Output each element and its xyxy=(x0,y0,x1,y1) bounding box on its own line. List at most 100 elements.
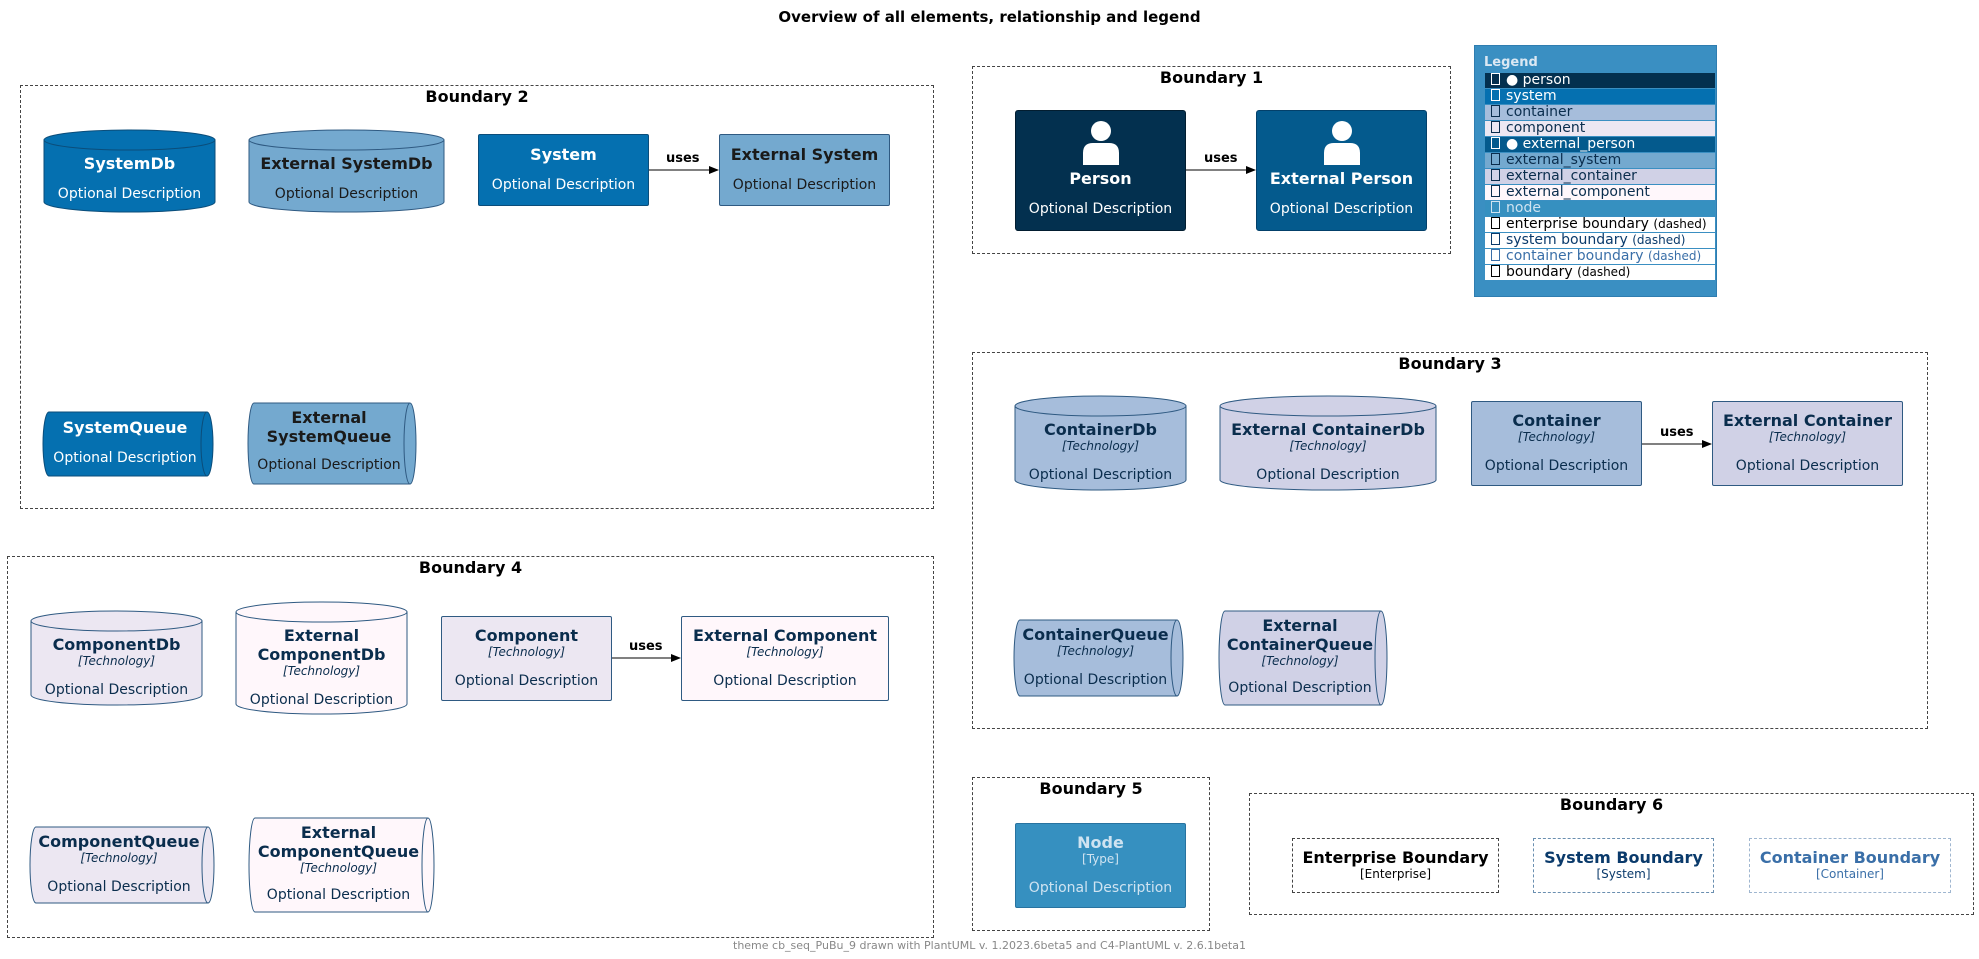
element-technology: [Technology] xyxy=(1061,439,1140,453)
element-technology: [Technology] xyxy=(1289,439,1367,453)
external-component-queue[interactable]: External ComponentQueue [Technology] Opt… xyxy=(248,817,435,913)
enterprise-boundary[interactable]: Enterprise Boundary [Enterprise] xyxy=(1292,838,1499,893)
container[interactable]: Container [Technology] Optional Descript… xyxy=(1471,401,1642,486)
boundary-3-label: Boundary 3 xyxy=(1398,354,1502,373)
external-container[interactable]: External Container [Technology] Optional… xyxy=(1712,401,1903,486)
boundary-2-label: Boundary 2 xyxy=(425,87,529,106)
element-name: External Container xyxy=(1722,411,1893,430)
external-component-db[interactable]: External ComponentDb [Technology] Option… xyxy=(235,601,408,715)
external-system-queue[interactable]: External SystemQueue Optional Descriptio… xyxy=(247,402,417,485)
queue-shape xyxy=(1218,610,1388,706)
element-description: Optional Description xyxy=(1228,680,1372,696)
container-boundary[interactable]: Container Boundary [Container] xyxy=(1749,838,1951,893)
element-technology: [Type] xyxy=(1082,852,1119,866)
component-db[interactable]: ComponentDb [Technology] Optional Descri… xyxy=(30,610,203,706)
element-description: Optional Description xyxy=(44,682,189,698)
element-description: Optional Description xyxy=(1484,458,1629,474)
element-description: Optional Description xyxy=(47,879,191,895)
element-description: Optional Description xyxy=(1028,880,1173,896)
element-name: ContainerQueue xyxy=(1022,625,1169,644)
relationship-label: uses xyxy=(1660,425,1694,440)
boundary-4-label: Boundary 4 xyxy=(418,558,523,577)
boundary-2: Boundary 2 xyxy=(20,85,934,509)
container-queue[interactable]: ContainerQueue [Technology] Optional Des… xyxy=(1013,619,1184,697)
element-name-line2: SystemQueue xyxy=(266,427,392,446)
database-shape xyxy=(43,129,216,213)
database-shape xyxy=(248,129,445,213)
external-person[interactable]: External Person Optional Description xyxy=(1256,110,1427,231)
queue-shape xyxy=(29,826,215,904)
person-icon xyxy=(1323,121,1360,165)
system-boundary[interactable]: System Boundary [System] xyxy=(1533,838,1714,893)
external-system-db[interactable]: External SystemDb Optional Description xyxy=(248,129,445,213)
element-technology: [Technology] xyxy=(1517,430,1596,444)
system-db[interactable]: SystemDb Optional Description xyxy=(43,129,216,213)
element-name: Person xyxy=(1069,169,1132,188)
legend-item-external-component: external_component xyxy=(1485,185,1715,200)
element-name: Container Boundary xyxy=(1759,848,1941,867)
element-description: Optional Description xyxy=(257,457,401,473)
element-name: System xyxy=(530,145,597,164)
container-db[interactable]: ContainerDb [Technology] Optional Descri… xyxy=(1014,395,1187,491)
element-description: Optional Description xyxy=(249,692,394,708)
element-technology: [Technology] xyxy=(299,861,378,875)
element-name-line1: External xyxy=(1262,616,1338,635)
element-name: Enterprise Boundary xyxy=(1302,848,1489,867)
person[interactable]: Person Optional Description xyxy=(1015,110,1186,231)
node[interactable]: Node [Type] Optional Description xyxy=(1015,823,1186,908)
component-queue[interactable]: ComponentQueue [Technology] Optional Des… xyxy=(29,826,215,904)
element-name: External System xyxy=(730,145,879,164)
legend-item-boundary: boundary (dashed) xyxy=(1485,265,1715,280)
relationship-label: uses xyxy=(629,639,663,654)
database-shape xyxy=(235,601,408,715)
element-description: Optional Description xyxy=(57,186,202,202)
boundary-6-label: Boundary 6 xyxy=(1559,795,1664,814)
external-container-db[interactable]: External ContainerDb [Technology] Option… xyxy=(1219,395,1437,491)
element-description: Optional Description xyxy=(274,186,419,202)
legend-item-container: container xyxy=(1485,105,1715,120)
legend: Legend ● person system container compone… xyxy=(1474,45,1717,297)
element-name-line2: ComponentQueue xyxy=(257,842,420,861)
external-component[interactable]: External Component [Technology] Optional… xyxy=(681,616,889,701)
element-technology: [Technology] xyxy=(282,664,361,678)
database-shape xyxy=(1014,395,1187,491)
element-name: System Boundary xyxy=(1544,848,1703,867)
boundary-6: Boundary 6 xyxy=(1249,793,1974,915)
element-name: SystemQueue xyxy=(62,418,188,437)
legend-item-person: ● person xyxy=(1485,73,1715,88)
legend-item-system: system xyxy=(1485,89,1715,104)
element-description: Optional Description xyxy=(53,450,197,466)
system-queue[interactable]: SystemQueue Optional Description xyxy=(42,411,214,477)
element-type: [Container] xyxy=(1815,867,1884,881)
element-type: [System] xyxy=(1596,867,1651,881)
element-name: External SystemDb xyxy=(260,154,433,173)
element-technology: [Technology] xyxy=(77,654,156,668)
element-name: ComponentDb xyxy=(52,635,181,654)
element-name: SystemDb xyxy=(83,154,176,173)
system[interactable]: System Optional Description xyxy=(478,134,649,206)
element-name: Node xyxy=(1077,833,1124,852)
element-name-line1: External xyxy=(291,408,367,427)
element-name-line1: External xyxy=(283,626,360,645)
element-description: Optional Description xyxy=(1256,467,1400,483)
element-name: ComponentQueue xyxy=(38,832,200,851)
element-type: [Enterprise] xyxy=(1359,867,1432,881)
boundary-4: Boundary 4 xyxy=(7,556,934,938)
diagram-title: Overview of all elements, relationship a… xyxy=(778,8,1201,26)
element-description: Optional Description xyxy=(454,673,599,689)
element-name: Component xyxy=(474,626,579,645)
legend-item-external-system: external_system xyxy=(1485,153,1715,168)
external-system[interactable]: External System Optional Description xyxy=(719,134,890,206)
legend-item-system-boundary: system boundary (dashed) xyxy=(1485,233,1715,248)
element-description: Optional Description xyxy=(713,673,857,689)
element-name-line2: ComponentDb xyxy=(257,645,386,664)
external-container-queue[interactable]: External ContainerQueue [Technology] Opt… xyxy=(1218,610,1388,706)
footer-note: theme cb_seq_PuBu_9 drawn with PlantUML … xyxy=(733,939,1246,952)
element-technology: [Technology] xyxy=(487,645,566,659)
legend-item-node: node xyxy=(1485,201,1715,216)
element-technology: [Technology] xyxy=(1768,430,1847,444)
element-name: External ContainerDb xyxy=(1231,420,1425,439)
component[interactable]: Component [Technology] Optional Descript… xyxy=(441,616,612,701)
legend-item-component: component xyxy=(1485,121,1715,136)
